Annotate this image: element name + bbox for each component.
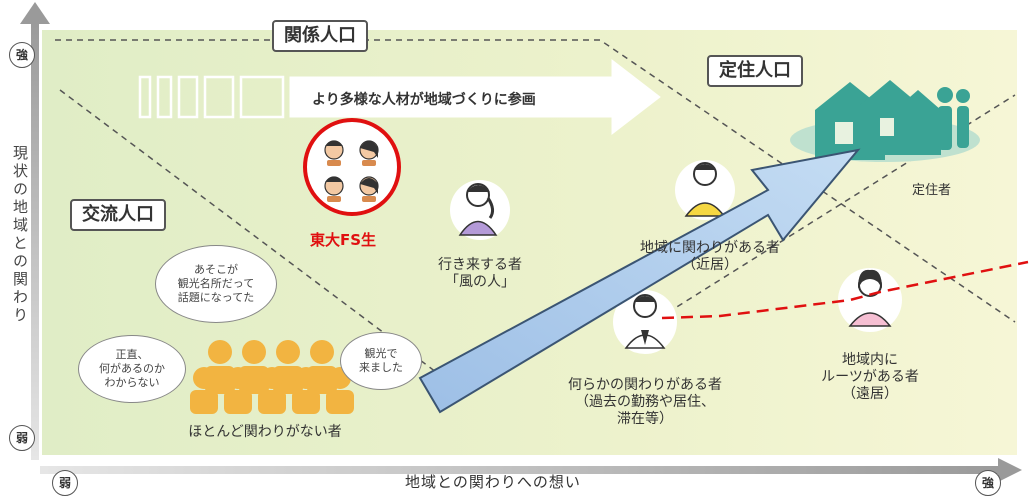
- some-relation-label: 何らかの関わりがある者 （過去の勤務や居住、 滞在等）: [555, 377, 735, 428]
- x-axis-strong: 強: [975, 470, 1001, 496]
- related-person-icon: [675, 160, 735, 220]
- y-axis-strong: 強: [9, 42, 35, 68]
- speech-bubble-3: 観光で 来ました: [340, 332, 422, 390]
- crowd-icon: [190, 340, 354, 414]
- some-line3: 滞在等）: [617, 411, 673, 427]
- y-axis-weak: 弱: [9, 425, 35, 451]
- roots-line3: （遠居）: [842, 386, 898, 402]
- banner-arrow: [138, 58, 661, 136]
- x-axis-weak: 弱: [52, 470, 78, 496]
- red-dashed-line: [661, 260, 1029, 320]
- speech-bubble-1: あそこが 観光名所だって 話題になってた: [155, 245, 277, 323]
- fs-students-label: 東大FS生: [310, 231, 377, 249]
- bubble1-line2: 観光名所だって: [177, 277, 255, 290]
- some-line2: （過去の勤務や居住、: [575, 394, 715, 410]
- fs-students-icon: [303, 118, 401, 216]
- some-relation-icon: [613, 290, 677, 354]
- big-blue-arrow: [418, 148, 861, 414]
- bubble2-line1: 正直、: [115, 348, 149, 361]
- no-relation-label: ほとんど関わりがない者: [188, 424, 342, 440]
- bubble2-line2: 何があるのか: [99, 362, 165, 375]
- koryu-boundary: [59, 89, 441, 376]
- y-axis-arrowhead: [20, 2, 50, 24]
- x-axis-title: 地域との関わりへの想い: [405, 473, 581, 491]
- roots-line2: ルーツがある者: [821, 369, 919, 385]
- bubble2-line3: わからない: [104, 376, 160, 389]
- bubble3-line2: 来ました: [359, 361, 403, 374]
- roots-line1: 地域内に: [842, 352, 898, 368]
- roots-label: 地域内に ルーツがある者 （遠居）: [815, 352, 925, 403]
- houses-icon: [790, 80, 980, 162]
- speech-bubble-2: 正直、 何があるのか わからない: [78, 335, 186, 403]
- traveler-label: 行き来する者 「風の人」: [420, 257, 540, 291]
- bubble1-line3: 話題になってた: [177, 291, 255, 304]
- related-line2: （近居）: [682, 257, 738, 273]
- traveler-icon: [450, 180, 510, 240]
- x-axis-arrowhead: [998, 458, 1022, 482]
- kankei-top-boundary: [55, 39, 1016, 323]
- resident-label: 定住者: [912, 183, 952, 198]
- roots-person-icon: [838, 268, 902, 332]
- related-line1: 地域に関わりがある者: [640, 240, 780, 256]
- y-axis-bar: [31, 20, 39, 460]
- some-line1: 何らかの関わりがある者: [568, 377, 722, 393]
- y-axis-title: 現状の地域との関わり: [11, 145, 29, 325]
- banner-text: より多様な人材が地域づくりに参画: [312, 92, 536, 108]
- related-label: 地域に関わりがある者 （近居）: [620, 240, 800, 274]
- bubble3-line1: 観光で: [364, 347, 398, 360]
- teiju-label: 定住人口: [707, 55, 803, 87]
- traveler-line1: 行き来する者: [438, 257, 522, 273]
- kankei-label: 関係人口: [272, 20, 368, 52]
- x-axis-bar: [40, 466, 1000, 474]
- traveler-line2: 「風の人」: [445, 274, 515, 290]
- bubble1-line1: あそこが: [193, 263, 238, 276]
- koryu-label: 交流人口: [70, 199, 166, 231]
